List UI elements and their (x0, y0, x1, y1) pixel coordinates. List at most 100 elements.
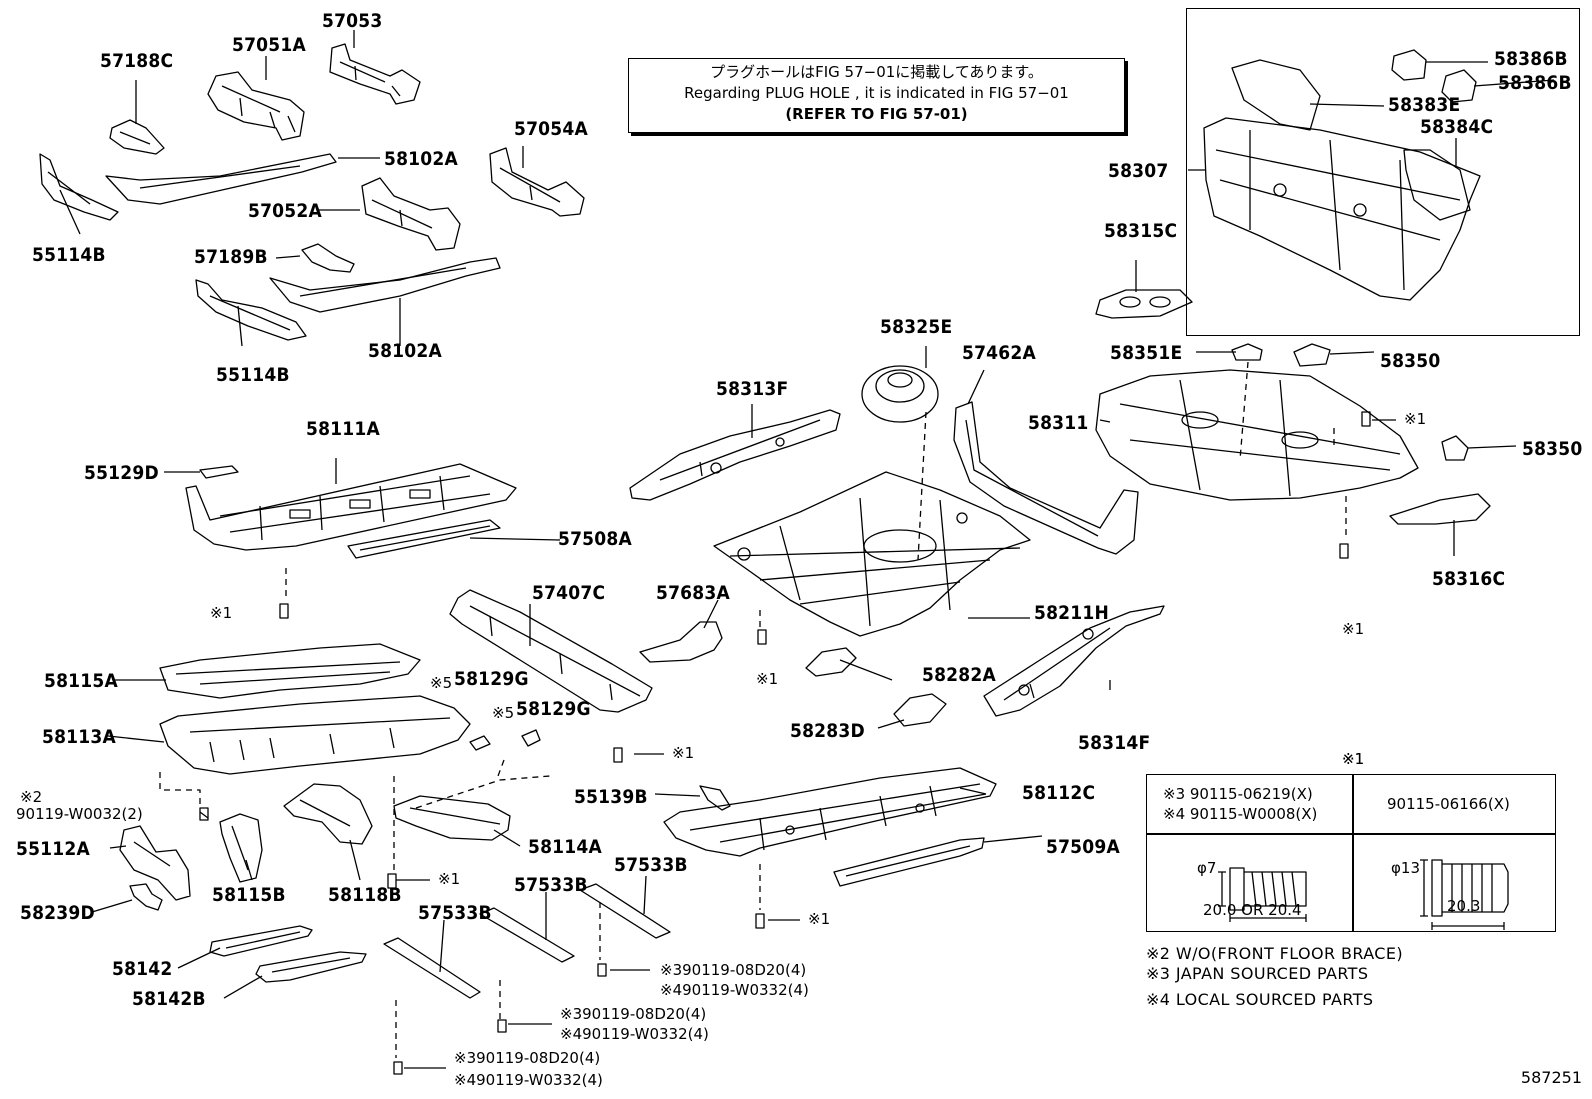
part-label-58350-a[interactable]: 58350 (1380, 350, 1441, 372)
fastener-label-W0332-b[interactable]: ※490119-W0332(4) (560, 1025, 709, 1043)
part-55129D-drawing (199, 465, 239, 479)
part-label-58314F[interactable]: 58314F (1078, 732, 1151, 754)
part-label-58386B-a[interactable]: 58386B (1494, 48, 1568, 70)
part-label-58115A[interactable]: 58115A (44, 670, 118, 692)
part-58325E-drawing (861, 365, 939, 423)
part-label-57407C[interactable]: 57407C (532, 582, 606, 604)
part-58311-drawing (1095, 369, 1419, 501)
note-mark-1-e: ※1 (808, 910, 831, 928)
part-58111A-drawing (185, 463, 517, 551)
part-label-58350-b[interactable]: 58350 (1522, 438, 1583, 460)
part-label-58386B-b[interactable]: 58386B (1498, 72, 1572, 94)
fastener-label-W0332-c[interactable]: ※490119-W0332(4) (660, 981, 809, 999)
bolt-table: ※3 90115-06219(X) ※4 90115-W0008(X) 9011… (1146, 774, 1556, 932)
part-label-58351E[interactable]: 58351E (1110, 342, 1183, 364)
part-label-58111A[interactable]: 58111A (306, 418, 380, 440)
part-label-57189B[interactable]: 57189B (194, 246, 268, 268)
part-label-58129G-b[interactable]: 58129G (516, 698, 591, 720)
part-label-57509A[interactable]: 57509A (1046, 836, 1120, 858)
part-label-57533B-b[interactable]: 57533B (514, 874, 588, 896)
part-label-58114A[interactable]: 58114A (528, 836, 602, 858)
part-label-58316C[interactable]: 58316C (1432, 568, 1506, 590)
part-58142-drawing (209, 925, 313, 957)
part-label-55114B-top[interactable]: 55114B (32, 244, 106, 266)
part-label-58211H[interactable]: 58211H (1034, 602, 1109, 624)
part-label-57683A[interactable]: 57683A (656, 582, 730, 604)
part-57053-drawing (329, 43, 421, 105)
fastener-label-08D20-b[interactable]: ※390119-08D20(4) (560, 1005, 707, 1023)
note-line-ref: (REFER TO FIG 57-01) (785, 105, 968, 123)
part-label-58311[interactable]: 58311 (1028, 412, 1089, 434)
part-label-57508A[interactable]: 57508A (558, 528, 632, 550)
table-left-head-1[interactable]: ※3 90115-06219(X) (1163, 785, 1313, 803)
part-label-58384C[interactable]: 58384C (1420, 116, 1494, 138)
part-57054A-drawing (489, 147, 585, 217)
part-label-57054A[interactable]: 57054A (514, 118, 588, 140)
part-57509A-drawing (833, 837, 985, 887)
part-58307-drawing (1203, 117, 1481, 301)
bolts-drawing (199, 411, 1371, 1075)
part-label-58129G-a[interactable]: 58129G (454, 668, 529, 690)
legend-note-2: ※2 W/O(FRONT FLOOR BRACE) (1146, 944, 1404, 963)
part-label-58115B[interactable]: 58115B (212, 884, 286, 906)
part-label-55139B[interactable]: 55139B (574, 786, 648, 808)
part-label-57188C[interactable]: 57188C (100, 50, 174, 72)
part-58129G-a-drawing (469, 735, 491, 751)
note-mark-1-f: ※1 (1404, 410, 1427, 428)
part-label-58112C[interactable]: 58112C (1022, 782, 1096, 804)
part-label-58239D[interactable]: 58239D (20, 902, 95, 924)
table-left-head-2[interactable]: ※4 90115-W0008(X) (1163, 805, 1318, 823)
part-label-58307[interactable]: 58307 (1108, 160, 1169, 182)
part-58114A-drawing (393, 795, 511, 841)
part-label-57053[interactable]: 57053 (322, 10, 383, 32)
part-58386B-b-drawing (1441, 69, 1477, 103)
part-label-58282A[interactable]: 58282A (922, 664, 996, 686)
fastener-label-08D20-c[interactable]: ※390119-08D20(4) (660, 961, 807, 979)
part-57533B-a-drawing (383, 937, 481, 999)
part-55112A-drawing (119, 825, 191, 901)
part-label-58325E[interactable]: 58325E (880, 316, 953, 338)
part-58351E-drawing (1231, 343, 1263, 361)
part-58316C-drawing (1389, 493, 1491, 525)
part-58115A-drawing (159, 643, 421, 699)
note-mark-1-a: ※1 (210, 604, 233, 622)
part-label-57051A[interactable]: 57051A (232, 34, 306, 56)
part-55114B-bottom-drawing (195, 279, 307, 341)
note-mark-2: ※2 (20, 788, 43, 806)
part-58102A-bottom-drawing (269, 257, 501, 313)
fastener-label-90119-W0032[interactable]: 90119-W0032(2) (16, 805, 143, 823)
part-label-55114B-bottom[interactable]: 55114B (216, 364, 290, 386)
part-label-57462A[interactable]: 57462A (962, 342, 1036, 364)
part-label-58283D[interactable]: 58283D (790, 720, 865, 742)
part-57407C-drawing (449, 589, 653, 713)
part-label-58113A[interactable]: 58113A (42, 726, 116, 748)
part-57188C-drawing (109, 119, 165, 155)
fastener-label-08D20-a[interactable]: ※390119-08D20(4) (454, 1049, 601, 1067)
part-55114B-top-drawing (39, 153, 119, 221)
part-label-57052A[interactable]: 57052A (248, 200, 322, 222)
part-label-57533B-c[interactable]: 57533B (614, 854, 688, 876)
part-label-55129D[interactable]: 55129D (84, 462, 159, 484)
table-left-diameter: φ7 (1197, 859, 1217, 877)
part-label-58142[interactable]: 58142 (112, 958, 173, 980)
part-label-58118B[interactable]: 58118B (328, 884, 402, 906)
note-line-en: Regarding PLUG HOLE , it is indicated in… (684, 84, 1069, 102)
fastener-label-W0332-a[interactable]: ※490119-W0332(4) (454, 1071, 603, 1089)
part-label-58313F[interactable]: 58313F (716, 378, 789, 400)
rear-panel-inset-frame (1186, 8, 1580, 336)
part-label-57533B-a[interactable]: 57533B (418, 902, 492, 924)
part-57052A-drawing (361, 177, 461, 251)
plug-hole-note: プラグホールはFIG 57−01に掲載してあります。 Regarding PLU… (628, 58, 1125, 133)
part-label-58142B[interactable]: 58142B (132, 988, 206, 1010)
note-mark-1-c: ※1 (672, 744, 695, 762)
note-line-jp: プラグホールはFIG 57−01に掲載してあります。 (710, 63, 1043, 81)
part-label-58102A-bottom[interactable]: 58102A (368, 340, 442, 362)
part-label-58102A-top[interactable]: 58102A (384, 148, 458, 170)
part-label-55112A[interactable]: 55112A (16, 838, 90, 860)
part-57462A-drawing (953, 401, 1139, 555)
part-58383E-drawing (1231, 59, 1321, 131)
table-right-head[interactable]: 90115-06166(X) (1387, 795, 1510, 813)
part-58239D-drawing (129, 883, 163, 911)
part-label-58315C[interactable]: 58315C (1104, 220, 1178, 242)
part-label-58383E[interactable]: 58383E (1388, 94, 1461, 116)
